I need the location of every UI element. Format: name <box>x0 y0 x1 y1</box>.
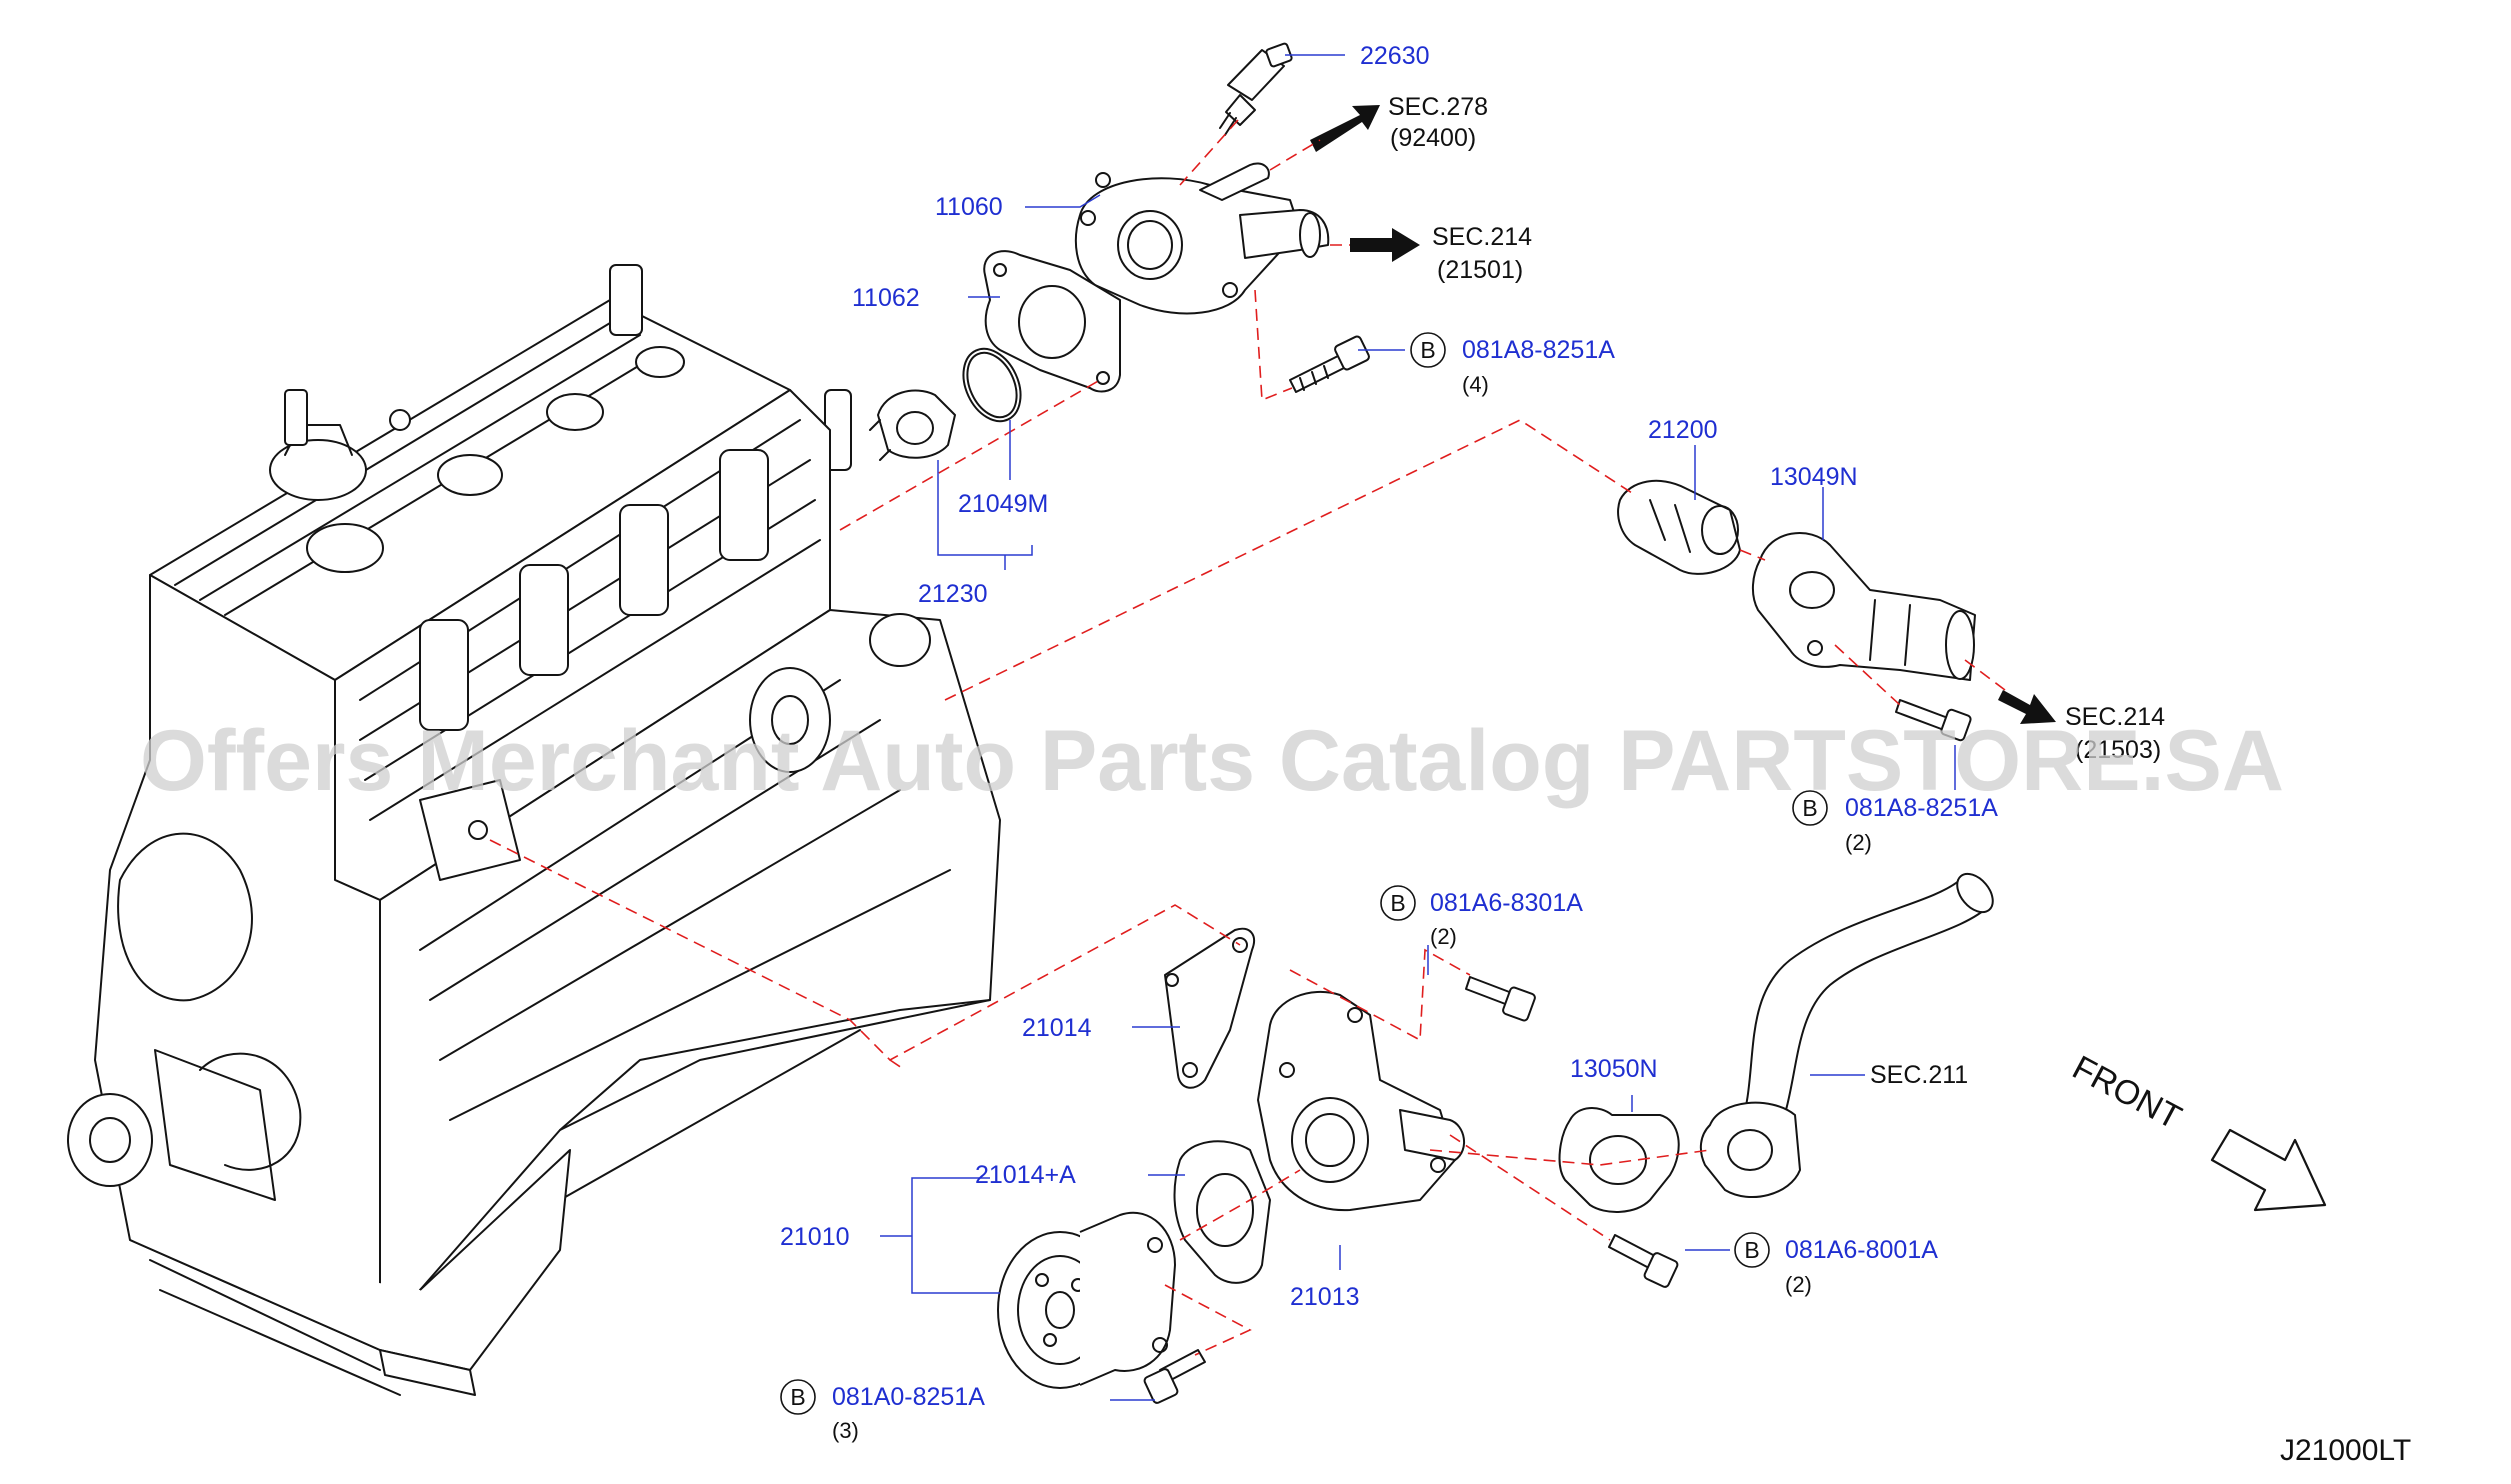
bolt-label-1: B 081A8-8251A (4) <box>1410 332 1615 397</box>
bolt-quantity: (4) <box>1462 372 1489 397</box>
sec-214-ref-top: (21501) <box>1437 256 1523 284</box>
callout-21010[interactable]: 21010 <box>780 1223 850 1251</box>
callout-11060[interactable]: 11060 <box>935 193 1003 221</box>
sec-214-ref-right: (21503) <box>2075 736 2161 764</box>
bolt-label-2: B 081A8-8251A (2) <box>1792 790 1998 855</box>
bolt-part-number[interactable]: 081A6-8301A <box>1430 889 1583 917</box>
bolt-quantity: (2) <box>1845 830 1872 855</box>
leader-lines <box>880 54 1956 1401</box>
sec-278-label[interactable]: SEC.278 <box>1388 93 1488 121</box>
bolt-letter: B <box>1420 337 1435 363</box>
bolt-letter: B <box>1390 890 1405 916</box>
callout-21200[interactable]: 21200 <box>1648 416 1718 444</box>
callout-21014-a[interactable]: 21014+A <box>975 1161 1076 1189</box>
watermark-text: Offers Merchant Auto Parts Catalog PARTS… <box>140 713 2284 809</box>
bolt-quantity: (2) <box>1430 924 1457 949</box>
callout-11062[interactable]: 11062 <box>852 284 920 312</box>
callout-22630[interactable]: 22630 <box>1360 42 1430 70</box>
bolt-label-5: B 081A0-8251A (3) <box>780 1379 985 1443</box>
component-sketches <box>869 42 2056 1404</box>
sec-214-label-right[interactable]: SEC.214 <box>2065 703 2165 731</box>
bolt-part-number[interactable]: 081A8-8251A <box>1845 794 1998 822</box>
bolt-quantity: (2) <box>1785 1272 1812 1297</box>
bolt-quantity: (3) <box>832 1418 859 1443</box>
diagram-code: J21000LT <box>2280 1434 2411 1467</box>
bolt-label-3: B 081A6-8301A (2) <box>1380 885 1583 949</box>
engine-illustration <box>67 264 1001 1396</box>
sec-211-label[interactable]: SEC.211 <box>1870 1061 1968 1089</box>
front-arrow-icon <box>2210 1128 2327 1212</box>
bolt-part-number[interactable]: 081A6-8001A <box>1785 1236 1938 1264</box>
bolt-letter: B <box>1802 795 1817 821</box>
bolt-part-number[interactable]: 081A8-8251A <box>1462 336 1615 364</box>
callout-21049m[interactable]: 21049M <box>958 490 1048 518</box>
alignment-lines <box>489 119 2006 1356</box>
callout-21014[interactable]: 21014 <box>1022 1014 1092 1042</box>
bolt-letter: B <box>790 1384 805 1410</box>
callout-13050n[interactable]: 13050N <box>1570 1055 1658 1083</box>
callout-21230[interactable]: 21230 <box>918 580 988 608</box>
front-label: FRONT <box>2066 1049 2187 1138</box>
bolt-part-number[interactable]: 081A0-8251A <box>832 1383 985 1411</box>
sec-214-label-top[interactable]: SEC.214 <box>1432 223 1532 251</box>
callout-21013[interactable]: 21013 <box>1290 1283 1360 1311</box>
bolt-label-4: B 081A6-8001A (2) <box>1734 1232 1938 1297</box>
callout-13049n[interactable]: 13049N <box>1770 463 1858 491</box>
bolt-letter: B <box>1744 1237 1759 1263</box>
sec-278-ref: (92400) <box>1390 124 1476 152</box>
